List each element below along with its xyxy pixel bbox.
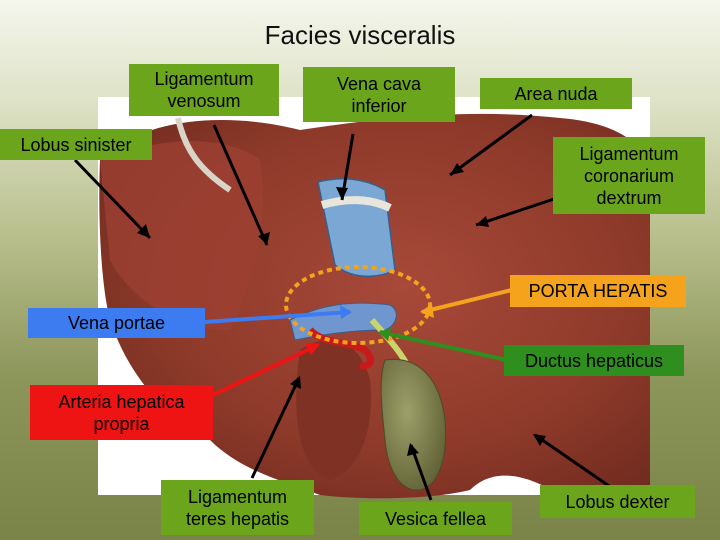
- arrow-lobus-dexter: [534, 433, 613, 490]
- arrow-vena-portae: [204, 310, 351, 324]
- label-arteria-hepatica-propria: Arteria hepatica propria: [30, 385, 213, 440]
- arrow-arteria: [212, 343, 319, 397]
- label-lobus-sinister: Lobus sinister: [0, 129, 152, 160]
- arrow-lig-venosum: [212, 124, 269, 246]
- label-ductus-hepaticus: Ductus hepaticus: [504, 345, 684, 376]
- label-lobus-dexter: Lobus dexter: [540, 485, 695, 518]
- label-ligamentum-venosum: Ligamentum venosum: [129, 64, 279, 116]
- label-ligamentum-coronarium: Ligamentum coronarium dextrum: [553, 137, 705, 214]
- arrow-lig-coronarium: [475, 196, 558, 227]
- arrow-area-nuda: [449, 113, 533, 177]
- ligamentum-venosum-shape: [175, 117, 232, 193]
- label-area-nuda: Area nuda: [480, 78, 632, 109]
- arteria-shape: [307, 327, 374, 370]
- porta-hepatis-outline: [284, 265, 432, 345]
- vesica-fellea-shape: [380, 358, 447, 491]
- pointer-arrows: [73, 113, 613, 501]
- arrow-lobus-sinister: [73, 158, 152, 240]
- label-vena-portae: Vena portae: [28, 308, 205, 338]
- lobus-quadratus-shape: [296, 340, 371, 480]
- label-ligamentum-teres-hepatis: Ligamentum teres hepatis: [161, 480, 314, 535]
- label-porta-hepatis: PORTA HEPATIS: [510, 275, 686, 307]
- page-title: Facies visceralis: [264, 20, 456, 50]
- arrow-lig-teres: [250, 377, 301, 479]
- label-vena-cava-inferior: Vena cava inferior: [303, 67, 455, 122]
- arrow-ductus: [379, 330, 508, 362]
- label-vesica-fellea: Vesica fellea: [359, 502, 512, 535]
- arrow-porta-hepatis: [421, 288, 513, 314]
